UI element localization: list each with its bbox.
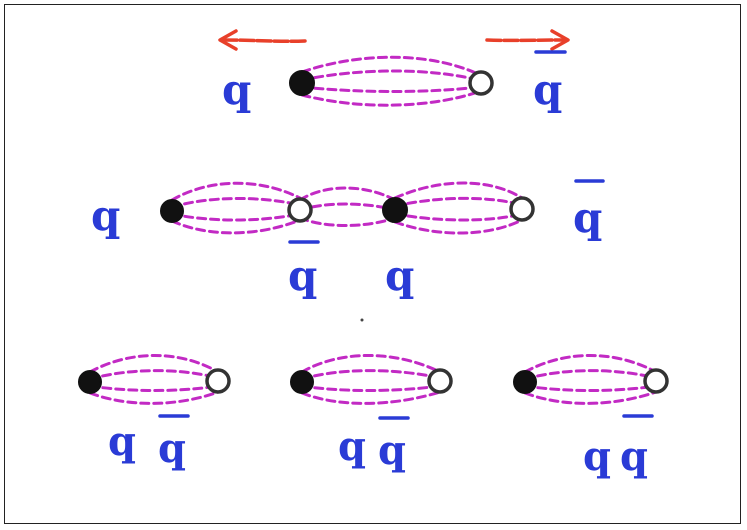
right-pull-arrow bbox=[485, 29, 570, 51]
antiquark-dot bbox=[468, 70, 494, 96]
flux-tube bbox=[300, 354, 442, 405]
meson-2: q q bbox=[290, 354, 453, 474]
quark-label: q bbox=[108, 418, 136, 465]
quark-dot bbox=[289, 70, 315, 96]
quark-label: q bbox=[91, 191, 120, 240]
row-mesons: q q q q bbox=[78, 354, 669, 480]
antiquark-label: q bbox=[573, 179, 605, 242]
quark-label: q bbox=[385, 251, 414, 300]
antiquark-dot bbox=[509, 196, 535, 222]
left-pull-arrow bbox=[218, 29, 307, 51]
svg-text:q: q bbox=[288, 251, 317, 300]
svg-text:q: q bbox=[620, 433, 648, 480]
stray-dot bbox=[360, 318, 364, 322]
row-stretched-pair: q q bbox=[218, 29, 570, 114]
quark-dot bbox=[513, 370, 537, 394]
flux-tube bbox=[300, 55, 480, 107]
flux-tube-middle bbox=[298, 186, 397, 227]
antiquark-dot bbox=[427, 368, 453, 394]
antiquark-dot bbox=[643, 368, 669, 394]
quark-dot bbox=[382, 197, 408, 223]
svg-text:q: q bbox=[573, 193, 602, 242]
antiquark-label: q bbox=[378, 416, 410, 474]
svg-text:q: q bbox=[378, 427, 406, 474]
quark-label: q bbox=[338, 423, 366, 470]
antiquark-label: q bbox=[620, 414, 654, 480]
row-string-breaking: q q q q bbox=[91, 179, 605, 300]
flux-tube-left bbox=[170, 181, 302, 235]
quark-dot bbox=[160, 199, 184, 223]
antiquark-label: q bbox=[288, 240, 320, 300]
antiquark-dot bbox=[287, 197, 313, 223]
svg-text:q: q bbox=[158, 425, 186, 472]
antiquark-label: q bbox=[158, 414, 190, 472]
flux-tube bbox=[523, 354, 658, 405]
flux-tube bbox=[88, 354, 220, 405]
quark-label: q bbox=[222, 65, 251, 114]
quark-label: q bbox=[583, 433, 611, 480]
quark-dot bbox=[78, 370, 102, 394]
quark-dot bbox=[290, 370, 314, 394]
antiquark-label: q bbox=[533, 50, 567, 114]
meson-3: q q bbox=[513, 354, 669, 480]
antiquark-dot bbox=[205, 368, 231, 394]
svg-text:q: q bbox=[533, 65, 562, 114]
flux-tube-right bbox=[393, 181, 524, 235]
meson-1: q q bbox=[78, 354, 231, 472]
